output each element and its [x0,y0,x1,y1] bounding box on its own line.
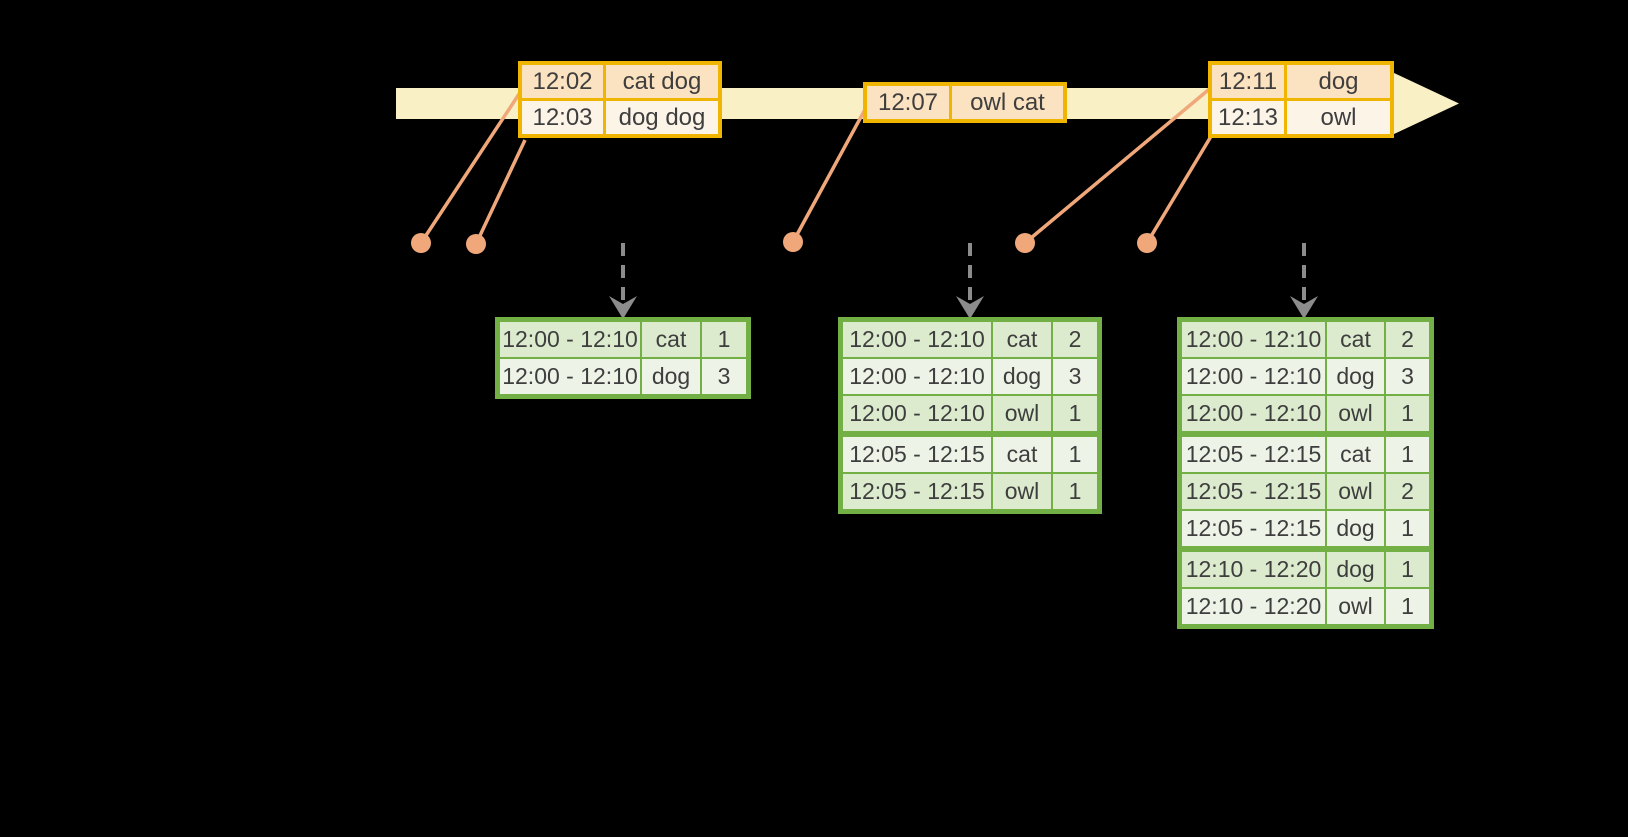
result-row: 12:05 - 12:15 owl 1 [843,474,1097,509]
trigger-arrowhead-icon [956,296,984,319]
result-row: 12:00 - 12:10 dog 3 [1182,359,1429,394]
event-time-cell: 12:02 [522,65,603,98]
window-cell: 12:05 - 12:15 [1182,474,1325,509]
window-cell: 12:00 - 12:10 [1182,396,1325,431]
result-row: 12:00 - 12:10 cat 1 [500,322,746,357]
window-cell: 12:00 - 12:10 [500,359,640,394]
result-row: 12:00 - 12:10 dog 3 [500,359,746,394]
result-row: 12:00 - 12:10 owl 1 [843,396,1097,431]
connector-line [1023,84,1215,245]
connector-line [1145,132,1215,244]
connector-lines [419,84,1215,245]
event-words-cell: cat dog [606,65,718,98]
window-cell: 12:05 - 12:15 [843,437,991,472]
count-cell: 1 [1386,589,1429,624]
result-row: 12:05 - 12:15 cat 1 [1182,437,1429,472]
event-row: 12:13 owl [1212,101,1390,134]
event-words-cell: dog dog [606,101,718,134]
word-cell: dog [1327,359,1384,394]
result-table-1: 12:00 - 12:10 cat 1 12:00 - 12:10 dog 3 [495,317,751,399]
event-words-cell: dog [1287,65,1390,98]
word-cell: dog [642,359,700,394]
count-cell: 1 [1053,437,1097,472]
count-cell: 1 [1386,396,1429,431]
event-row: 12:11 dog [1212,65,1390,98]
connector-line [791,103,870,243]
event-table-3: 12:11 dog 12:13 owl [1208,61,1394,138]
count-cell: 3 [1386,359,1429,394]
window-cell: 12:05 - 12:15 [1182,437,1325,472]
event-dot [1015,233,1035,253]
event-table-1: 12:02 cat dog 12:03 dog dog [518,61,722,138]
event-dot [411,233,431,253]
window-cell: 12:00 - 12:10 [843,322,991,357]
event-time-cell: 12:07 [867,86,949,119]
result-row: 12:05 - 12:15 dog 1 [1182,511,1429,546]
event-row: 12:07 owl cat [867,86,1063,119]
event-time-cell: 12:13 [1212,101,1284,134]
event-row: 12:02 cat dog [522,65,718,98]
event-words-cell: owl cat [952,86,1063,119]
word-cell: owl [1327,396,1384,431]
connector-line [419,87,525,244]
count-cell: 1 [1386,552,1429,587]
result-table-2: 12:00 - 12:10 cat 2 12:00 - 12:10 dog 3 … [838,317,1102,514]
result-row: 12:10 - 12:20 dog 1 [1182,552,1429,587]
result-row: 12:00 - 12:10 cat 2 [843,322,1097,357]
window-cell: 12:00 - 12:10 [843,396,991,431]
event-dot [1137,233,1157,253]
result-row: 12:00 - 12:10 cat 2 [1182,322,1429,357]
event-dot [466,234,486,254]
window-cell: 12:00 - 12:10 [1182,322,1325,357]
word-cell: owl [1327,589,1384,624]
word-cell: cat [642,322,700,357]
word-cell: dog [1327,511,1384,546]
window-cell: 12:00 - 12:10 [843,359,991,394]
count-cell: 1 [1053,474,1097,509]
word-cell: owl [993,474,1051,509]
connector-line [474,139,527,245]
word-cell: cat [993,437,1051,472]
count-cell: 2 [1386,474,1429,509]
trigger-arrows [609,243,1318,319]
count-cell: 3 [1053,359,1097,394]
event-row: 12:03 dog dog [522,101,718,134]
event-table-2: 12:07 owl cat [863,82,1067,123]
count-cell: 1 [1386,437,1429,472]
window-cell: 12:10 - 12:20 [1182,589,1325,624]
word-cell: cat [1327,322,1384,357]
event-dot [783,232,803,252]
result-row: 12:00 - 12:10 owl 1 [1182,396,1429,431]
event-time-cell: 12:03 [522,101,603,134]
window-cell: 12:00 - 12:10 [500,322,640,357]
word-cell: owl [993,396,1051,431]
word-cell: dog [993,359,1051,394]
result-row: 12:05 - 12:15 owl 2 [1182,474,1429,509]
trigger-arrowhead-icon [609,296,637,319]
word-cell: owl [1327,474,1384,509]
word-cell: cat [1327,437,1384,472]
count-cell: 3 [702,359,746,394]
result-row: 12:05 - 12:15 cat 1 [843,437,1097,472]
result-table-3: 12:00 - 12:10 cat 2 12:00 - 12:10 dog 3 … [1177,317,1434,629]
count-cell: 2 [1053,322,1097,357]
result-row: 12:00 - 12:10 dog 3 [843,359,1097,394]
word-cell: dog [1327,552,1384,587]
window-cell: 12:05 - 12:15 [1182,511,1325,546]
result-row: 12:10 - 12:20 owl 1 [1182,589,1429,624]
window-cell: 12:05 - 12:15 [843,474,991,509]
count-cell: 1 [702,322,746,357]
window-cell: 12:10 - 12:20 [1182,552,1325,587]
trigger-arrowhead-icon [1290,296,1318,319]
count-cell: 1 [1053,396,1097,431]
event-dots [411,232,1157,254]
word-cell: cat [993,322,1051,357]
count-cell: 2 [1386,322,1429,357]
window-cell: 12:00 - 12:10 [1182,359,1325,394]
event-words-cell: owl [1287,101,1390,134]
event-time-cell: 12:11 [1212,65,1284,98]
count-cell: 1 [1386,511,1429,546]
